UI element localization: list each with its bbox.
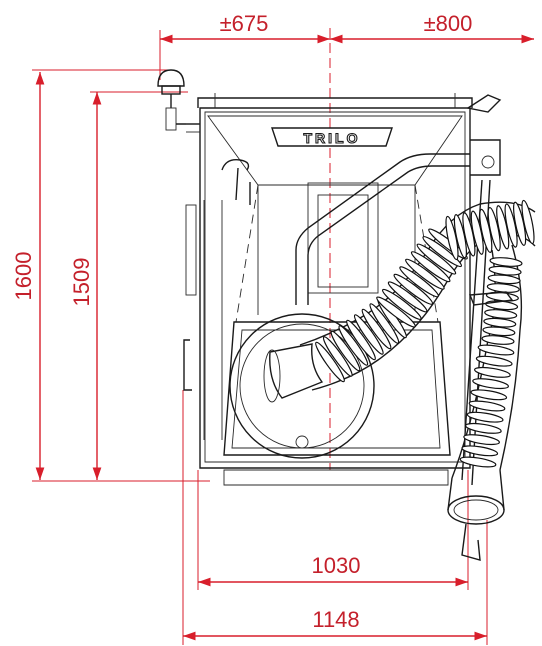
beacon-light-icon bbox=[157, 69, 200, 131]
hose-ring bbox=[470, 389, 508, 401]
hose-ring bbox=[483, 317, 517, 328]
hose-ring bbox=[387, 281, 428, 313]
hose-ring bbox=[330, 330, 361, 372]
hose-ring bbox=[405, 258, 445, 290]
hose-ring bbox=[474, 366, 511, 378]
hose-ring bbox=[393, 273, 434, 305]
hose-ring bbox=[466, 411, 504, 423]
fan-housing bbox=[229, 313, 375, 459]
dim-label-height-inner: 1509 bbox=[69, 258, 94, 307]
hose-ring bbox=[369, 303, 400, 344]
dim-label-top-right: ±800 bbox=[424, 11, 473, 36]
hose-ring bbox=[459, 456, 497, 468]
hose-ring bbox=[475, 355, 513, 367]
hose-ring bbox=[465, 422, 502, 434]
dim-label-top-left: ±675 bbox=[220, 11, 269, 36]
hose-ring bbox=[338, 325, 369, 366]
hose-ring bbox=[504, 203, 518, 248]
hose-ring bbox=[481, 335, 515, 345]
hose-ring bbox=[315, 341, 345, 383]
hose-corrugations bbox=[315, 199, 535, 383]
emblem-icon bbox=[221, 159, 251, 205]
hose-ring bbox=[376, 296, 416, 328]
brand-logo-text: TRILO bbox=[304, 130, 361, 146]
hose-ring bbox=[453, 214, 467, 259]
hose-ring bbox=[346, 319, 376, 361]
hose-ring bbox=[489, 257, 523, 267]
hose-ring bbox=[472, 378, 509, 390]
hose-ring bbox=[487, 274, 521, 285]
dim-label-width-inner: 1030 bbox=[312, 553, 361, 578]
flexible-hose bbox=[263, 199, 536, 561]
dim-label-width-total: 1148 bbox=[312, 607, 359, 632]
hose-ring bbox=[416, 243, 457, 275]
hose-ring bbox=[468, 400, 506, 412]
hose-ring bbox=[381, 288, 422, 320]
hose-ring bbox=[487, 206, 501, 252]
dimension-lines bbox=[32, 28, 534, 645]
hose-ring bbox=[410, 251, 451, 283]
hose-ring bbox=[488, 265, 522, 276]
hose-ring bbox=[477, 344, 515, 356]
dimension-labels: ±675 ±800 1600 1509 1030 1148 bbox=[11, 11, 472, 632]
hose-corrugations bbox=[459, 257, 523, 468]
hose-ring bbox=[470, 210, 484, 255]
dim-label-height-total: 1600 bbox=[11, 252, 36, 301]
hose-ring bbox=[353, 314, 384, 355]
hose-ring bbox=[322, 336, 353, 377]
hose-ring bbox=[361, 308, 392, 350]
hose-ring bbox=[461, 445, 499, 457]
brand-logo: TRILO bbox=[271, 127, 393, 147]
hose-ring bbox=[422, 236, 463, 268]
hose-ring bbox=[521, 199, 535, 245]
hose-ring bbox=[399, 266, 439, 298]
hose-ring bbox=[463, 434, 500, 446]
hose-ring bbox=[484, 309, 518, 319]
hose-ring bbox=[482, 326, 516, 337]
